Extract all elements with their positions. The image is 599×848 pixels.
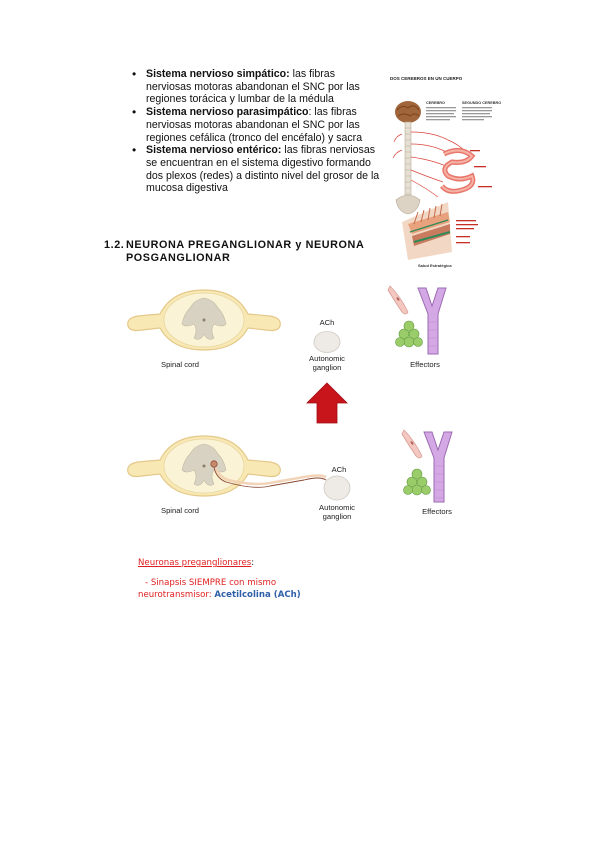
- notes-block: Neuronas preganglionares: - Sinapsis SIE…: [138, 557, 338, 601]
- gland-icon: [395, 320, 423, 348]
- ganglion-label-line1: Autonomic: [319, 503, 355, 512]
- vessel-icon: [423, 431, 453, 503]
- spine-shape: [404, 121, 412, 201]
- ganglion-label-top: Autonomic ganglion: [300, 354, 354, 372]
- preganglionic-neuron: [210, 460, 327, 488]
- section-heading: 1.2.NEURONA PREGANGLIONAR y NEURONA POSG…: [104, 239, 374, 265]
- ganglion-label-line1: Autonomic: [309, 354, 345, 363]
- bullet-parasimpatico: Sistema nervioso parasimpático: las fibr…: [132, 106, 382, 144]
- ganglion-top: [313, 331, 341, 353]
- bullet-text: las fibras nerviosas se encuentran en el…: [146, 144, 380, 195]
- bullet-enterico: Sistema nervioso entérico: las fibras ne…: [132, 144, 382, 195]
- notes-line1: - Sinapsis SIEMPRE con mismo: [145, 578, 277, 588]
- spinal-cord-label-top: Spinal cord: [161, 360, 199, 369]
- heading-number: 1.2.: [104, 239, 125, 251]
- spinal-cord-bottom: [127, 435, 327, 497]
- ganglion-label-line2: ganglion: [312, 363, 342, 372]
- two-brains-illustration: DOS CEREBROS EN UN CUERPO CEREBRO SEGUND…: [390, 76, 501, 268]
- spinal-cord-label-bottom: Spinal cord: [161, 506, 199, 515]
- notes-line2-prefix: neurotransmisor:: [138, 590, 215, 600]
- arrow-up-icon: [306, 382, 348, 424]
- ach-label-bottom: ACh: [331, 465, 347, 474]
- side-figure-title: DOS CEREBROS EN UN CUERPO: [390, 76, 463, 81]
- gut-wall-section: [402, 202, 452, 260]
- bullet-text: las fibras nerviosas motoras abandonan e…: [146, 68, 360, 106]
- bullet-term: Sistema nervioso entérico:: [146, 144, 282, 157]
- notes-line2-highlight: Acetilcolina (ACh): [214, 590, 301, 600]
- side-figure-text-lines: [426, 107, 492, 121]
- heading-line1: NEURONA PREGANGLIONAR y NEURONA: [126, 239, 365, 251]
- side-figure-caption: Salud Estratégica: [418, 263, 452, 268]
- intestine-shape: [440, 148, 476, 194]
- ach-label-top: ACh: [319, 318, 335, 327]
- bullet-term: Sistema nervioso simpático:: [146, 68, 290, 80]
- spinal-cord-top: [127, 289, 281, 351]
- side-figure-col2: SEGUNDO CEREBRO: [462, 101, 501, 105]
- brain-shape: [395, 101, 421, 123]
- vessel-icon: [417, 287, 447, 355]
- effectors-bottom: [401, 429, 453, 503]
- ganglion-bottom: [323, 475, 351, 501]
- notes-title: Neuronas preganglionares: [138, 558, 252, 568]
- gland-icon: [403, 468, 431, 496]
- side-figure-col1: CEREBRO: [426, 101, 445, 105]
- bullet-text: : las fibras nerviosas motoras abandonan…: [146, 106, 363, 144]
- effectors-label-top: Effectors: [410, 360, 440, 369]
- effectors-top: [387, 285, 447, 355]
- bullet-simpatico: Sistema nervioso simpático: las fibras n…: [132, 68, 382, 106]
- ganglion-label-line2: ganglion: [322, 512, 352, 521]
- pelvis-shape: [395, 194, 421, 215]
- effectors-label-bottom: Effectors: [422, 507, 452, 516]
- bullet-term: Sistema nervioso parasimpático: [146, 106, 309, 119]
- bullet-list: Sistema nervioso simpático: las fibras n…: [132, 68, 382, 195]
- ganglion-label-bottom: Autonomic ganglion: [308, 503, 366, 521]
- notes-title-colon: :: [251, 558, 255, 568]
- heading-line2: POSGANGLIONAR: [126, 251, 231, 264]
